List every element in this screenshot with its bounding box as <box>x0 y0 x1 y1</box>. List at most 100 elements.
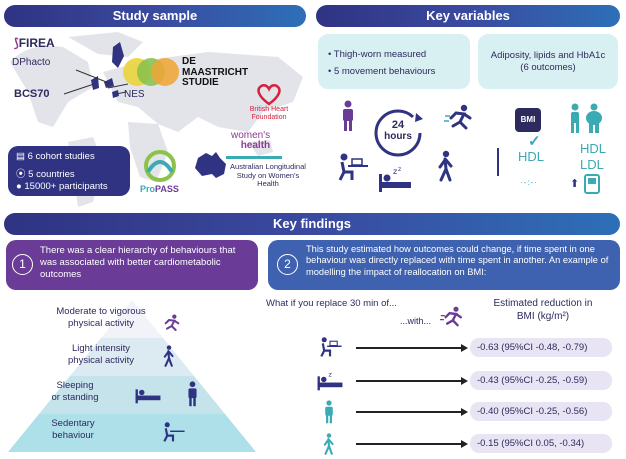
desk-sitting-icon <box>338 153 368 181</box>
estimate-header: Estimated reduction in BMI (kg/m²) <box>476 298 610 323</box>
exposure-item-1: • Thigh-worn measured <box>328 49 426 61</box>
womens-health-logo: women's health <box>231 131 270 151</box>
arrow-up-icon: ⬆ <box>570 178 580 190</box>
clock-cycle-icon <box>374 109 423 157</box>
running-person-icon <box>444 104 472 130</box>
clock-label: 24 hours <box>375 119 421 142</box>
stat-countries-text: 5 countries <box>28 169 75 180</box>
maastricht-line3: STUDIE <box>182 77 219 88</box>
replace-question: What if you replace 30 min of... <box>266 298 397 309</box>
pyramid-level-sedentary-line1: Sedentary <box>51 418 95 429</box>
firea-mark-icon: ⟆ <box>14 36 19 50</box>
pyramid-running-icon <box>164 314 180 331</box>
estimate-row-3: -0.40 (95%CI -0.25, -0.56) <box>470 402 612 421</box>
row-standing-icon <box>325 400 333 424</box>
pyramid-level-sedentary: Sedentary behaviour <box>28 418 118 442</box>
alswh-label: Australian Longitudinal Study on Women's… <box>226 162 310 189</box>
document-icon: ▤ <box>16 151 28 162</box>
pyramid-level-lipa-line2: physical activity <box>68 354 134 366</box>
finding-1-number-circle: 1 <box>12 254 33 275</box>
finding-1-number: 1 <box>19 257 26 271</box>
estimate-row-4: -0.15 (95%CI 0.05, -0.34) <box>470 434 612 453</box>
row-1-arrow-line <box>356 347 462 349</box>
pyramid-level-mvpa: Moderate to vigorous physical activity <box>46 306 156 330</box>
dphacto-label: DPhacto <box>12 57 51 68</box>
finding-1-text: There was a clear hierarchy of behaviour… <box>40 245 236 280</box>
pyramid-sitting-icon <box>163 422 185 442</box>
estimate-header-line2: BMI (kg/m²) <box>516 310 570 322</box>
outcome-text: Adiposity, lipids and HbA1c (6 outcomes) <box>490 50 606 73</box>
womens-health-line2: health <box>240 140 271 151</box>
row-2-arrow-head-icon <box>461 377 468 385</box>
finding-2-number-circle: 2 <box>277 254 298 275</box>
maastricht-logo-circles <box>123 58 193 86</box>
body-size-people-icon <box>571 103 602 133</box>
glucose-dots-icon: ·-:-· <box>520 178 538 187</box>
target-running-icon <box>440 306 462 327</box>
pyramid-level-sleep-stand-line1: Sleeping <box>56 380 94 391</box>
heart-icon <box>257 84 281 106</box>
stat-countries: ⦿ 5 countries <box>16 166 75 180</box>
with-label: ...with... <box>400 316 432 326</box>
maastricht-line1: DE <box>182 56 196 67</box>
key-findings-title: Key findings <box>272 216 351 231</box>
stat-participants: ● 15000+ participants <box>16 181 108 192</box>
hdl-left-label: HDL <box>518 149 545 164</box>
stat-participants-text: 15000+ participants <box>24 181 108 192</box>
exposure-item-2-text: 5 movement behaviours <box>333 66 436 77</box>
stat-cohort-studies-text: 6 cohort studies <box>27 151 95 162</box>
nes-label: NES <box>124 89 145 100</box>
firea-label: FIREA <box>18 36 55 50</box>
svg-text:z: z <box>328 371 331 378</box>
finding-2-text: This study estimated how outcomes could … <box>306 244 609 277</box>
exposure-item-2: • 5 movement behaviours <box>328 66 435 78</box>
row-4-arrow-line <box>356 443 462 445</box>
finding-2-box <box>268 240 620 290</box>
pyramid-level-sleep-stand: Sleeping or standing <box>30 380 120 404</box>
outcome-box <box>478 34 618 89</box>
row-walking-icon <box>323 433 334 455</box>
propass-pro: Pro <box>140 184 156 194</box>
study-sample-title: Study sample <box>112 8 198 23</box>
bhf-label: British Heart Foundation <box>249 106 289 121</box>
propass-pass: PASS <box>155 184 179 194</box>
key-variables-banner: Key variables <box>316 5 620 27</box>
alswh-line1: Australian Longitudinal <box>230 162 306 171</box>
australia-map-icon <box>195 152 226 178</box>
pyramid-standing-icon <box>188 381 197 407</box>
maastricht-study-name: DE MAASTRICHT STUDIE <box>182 56 248 89</box>
glucose-meter-icon <box>584 174 600 194</box>
clock-value: 24 <box>391 119 405 131</box>
sleeping-in-bed-icon: z z <box>379 166 411 192</box>
alswh-line3: Health <box>257 179 279 189</box>
bcs70-logo: BCS70 <box>14 88 49 100</box>
propass-logo-icon <box>144 150 176 182</box>
key-findings-banner: Key findings <box>4 213 620 235</box>
pyramid-sleeping-icon <box>135 389 161 404</box>
ldl-right-label: LDL <box>580 157 604 172</box>
row-sleeping-icon: z <box>317 371 343 391</box>
pyramid-level-mvpa-line1: Moderate to vigorous <box>56 306 146 317</box>
finding-2-number: 2 <box>284 257 291 271</box>
exposure-box <box>318 34 470 89</box>
maastricht-circle-orange <box>151 58 179 86</box>
variables-divider <box>497 148 499 176</box>
finding-1-box <box>6 240 258 290</box>
estimate-row-1: -0.63 (95%CI -0.48, -0.79) <box>470 338 612 357</box>
pyramid-level-mvpa-line2: physical activity <box>68 317 134 329</box>
estimate-row-2: -0.43 (95%CI -0.25, -0.59) <box>470 371 612 390</box>
svg-text:z: z <box>393 167 397 176</box>
person-icon: ● <box>16 181 25 192</box>
propass-label: ProPASS <box>140 184 179 194</box>
pyramid-level-sleep-stand-line2: or standing <box>51 391 99 403</box>
pyramid-level-sedentary-line2: behaviour <box>52 429 94 441</box>
hdl-right-label: HDL <box>580 141 607 156</box>
bullet-dot-icon: • <box>328 66 334 77</box>
bmi-scale-label: BMI <box>520 115 536 124</box>
bmi-scale-icon: BMI <box>515 108 541 132</box>
row-sitting-icon <box>320 337 342 357</box>
row-3-arrow-line <box>356 411 462 413</box>
pyramid-level-lipa-line1: Light intensity <box>71 343 131 354</box>
bullet-dot-icon: • <box>328 49 334 60</box>
womens-health-underline <box>226 156 282 159</box>
